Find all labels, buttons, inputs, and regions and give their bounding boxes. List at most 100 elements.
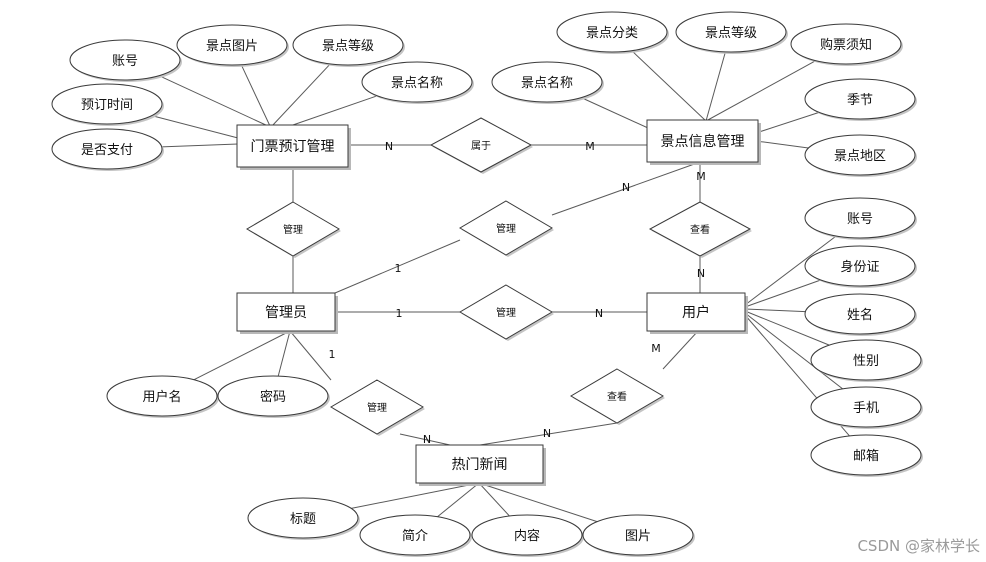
relationship-label: 管理 (283, 223, 303, 236)
attribute-c1[interactable]: 账号 (804, 197, 917, 240)
attribute-label: 景点地区 (834, 149, 886, 164)
attribute-ellipse (675, 11, 787, 53)
attribute-b1[interactable]: 景点分类 (556, 11, 669, 54)
cardinality-r7-from: M (651, 342, 661, 355)
relationship-r2[interactable]: 管理 (246, 201, 341, 258)
relationship-r6[interactable]: 管理 (330, 379, 425, 436)
relationship-label: 管理 (496, 222, 516, 235)
entity-ticket[interactable]: 门票预订管理 (236, 124, 351, 170)
watermark: CSDN @家林学长 (857, 537, 980, 555)
attribute-b4[interactable]: 景点名称 (491, 61, 604, 104)
relationship-r4[interactable]: 查看 (648, 201, 752, 258)
cardinality-r1-from: N (385, 140, 393, 153)
cardinality-r1-to: M (585, 140, 595, 153)
attribute-a5[interactable]: 预订时间 (51, 83, 164, 126)
attribute-ellipse (69, 39, 181, 81)
relationship-r7[interactable]: 查看 (570, 368, 665, 425)
attribute-label: 景点等级 (322, 38, 374, 54)
attribute-ellipse (804, 134, 916, 176)
attribute-label: 姓名 (847, 307, 873, 323)
relationship-diamond (648, 201, 752, 257)
attr-link-d1 (193, 330, 291, 381)
entity-box (415, 444, 544, 484)
attribute-ellipse (471, 514, 583, 556)
attr-link-c1 (744, 235, 837, 306)
attribute-d2[interactable]: 密码 (217, 375, 330, 418)
attribute-ellipse (804, 197, 916, 239)
attribute-c6[interactable]: 邮箱 (810, 434, 923, 477)
attr-link-d2 (277, 330, 291, 377)
relationship-label: 查看 (690, 223, 710, 236)
attribute-ellipse (361, 61, 473, 103)
attribute-d1[interactable]: 用户名 (106, 375, 219, 418)
attribute-a2[interactable]: 景点图片 (176, 24, 289, 67)
attribute-c4[interactable]: 性别 (810, 339, 923, 382)
entity-label: 管理员 (265, 305, 307, 321)
attr-link-a4 (289, 95, 378, 127)
attribute-a4[interactable]: 景点名称 (361, 61, 474, 104)
attr-link-a5 (151, 115, 239, 139)
attribute-c3[interactable]: 姓名 (804, 293, 917, 336)
attribute-ellipse (292, 24, 404, 66)
attribute-ellipse (810, 386, 922, 428)
entity-scenic[interactable]: 景点信息管理 (646, 119, 761, 165)
attribute-a3[interactable]: 景点等级 (292, 24, 405, 67)
attr-link-b1 (631, 50, 707, 122)
cardinality-r3-from: 1 (395, 262, 402, 275)
attribute-ellipse (804, 78, 916, 120)
diagram-nodes: 门票预订管理景点信息管理管理员用户热门新闻账号景点图片景点等级景点名称预订时间是… (51, 11, 923, 557)
attribute-ellipse (810, 434, 922, 476)
attr-link-a1 (158, 75, 269, 127)
attr-link-a3 (271, 63, 331, 127)
attribute-label: 景点名称 (391, 75, 443, 91)
attribute-ellipse (556, 11, 668, 53)
attr-link-b6 (755, 140, 809, 149)
relationship-r1[interactable]: 属于 (429, 117, 533, 174)
attribute-b5[interactable]: 季节 (804, 78, 917, 121)
connector-lines (151, 50, 850, 523)
attribute-e3[interactable]: 内容 (471, 514, 584, 557)
attr-link-c5 (744, 312, 843, 390)
attr-link-c4 (744, 310, 830, 346)
entity-box (236, 124, 349, 168)
attr-link-c2 (744, 279, 821, 308)
attribute-c5[interactable]: 手机 (810, 386, 923, 429)
attribute-e1[interactable]: 标题 (247, 497, 360, 540)
attribute-label: 身份证 (840, 259, 879, 275)
entity-news[interactable]: 热门新闻 (415, 444, 546, 486)
attribute-ellipse (790, 23, 902, 65)
attr-link-e4 (478, 482, 598, 523)
cardinality-r3-to: N (622, 181, 630, 194)
relationship-label: 管理 (496, 306, 516, 319)
entity-user[interactable]: 用户 (646, 292, 748, 334)
attr-link-a2 (240, 64, 271, 127)
entity-label: 门票预订管理 (251, 139, 335, 155)
attribute-ellipse (176, 24, 288, 66)
relationship-label: 属于 (471, 140, 491, 152)
cardinality-r4-from: M (696, 170, 706, 183)
attribute-e2[interactable]: 简介 (359, 514, 472, 557)
attribute-label: 季节 (847, 93, 873, 108)
attribute-e4[interactable]: 图片 (582, 514, 695, 557)
attribute-label: 景点等级 (705, 25, 757, 41)
attr-link-e3 (478, 482, 510, 517)
cardinality-r7-to: N (543, 427, 551, 440)
relationship-diamond (246, 201, 340, 257)
attr-link-a6 (161, 143, 239, 148)
attribute-label: 用户名 (142, 389, 181, 405)
entity-label: 热门新闻 (452, 457, 508, 473)
relationship-r3[interactable]: 管理 (459, 200, 554, 257)
relationship-r5[interactable]: 管理 (459, 284, 554, 341)
attribute-b6[interactable]: 景点地区 (804, 134, 917, 177)
cardinality-r5-from: 1 (396, 307, 403, 320)
attribute-b3[interactable]: 购票须知 (790, 23, 903, 66)
attribute-b2[interactable]: 景点等级 (675, 11, 788, 54)
entity-admin[interactable]: 管理员 (236, 292, 338, 334)
attribute-a6[interactable]: 是否支付 (51, 128, 164, 171)
relationship-diamond (459, 284, 553, 340)
attribute-c2[interactable]: 身份证 (804, 245, 917, 288)
attribute-ellipse (804, 245, 916, 287)
attribute-label: 简介 (402, 528, 428, 544)
attribute-a1[interactable]: 账号 (69, 39, 182, 82)
attribute-label: 性别 (853, 354, 879, 369)
